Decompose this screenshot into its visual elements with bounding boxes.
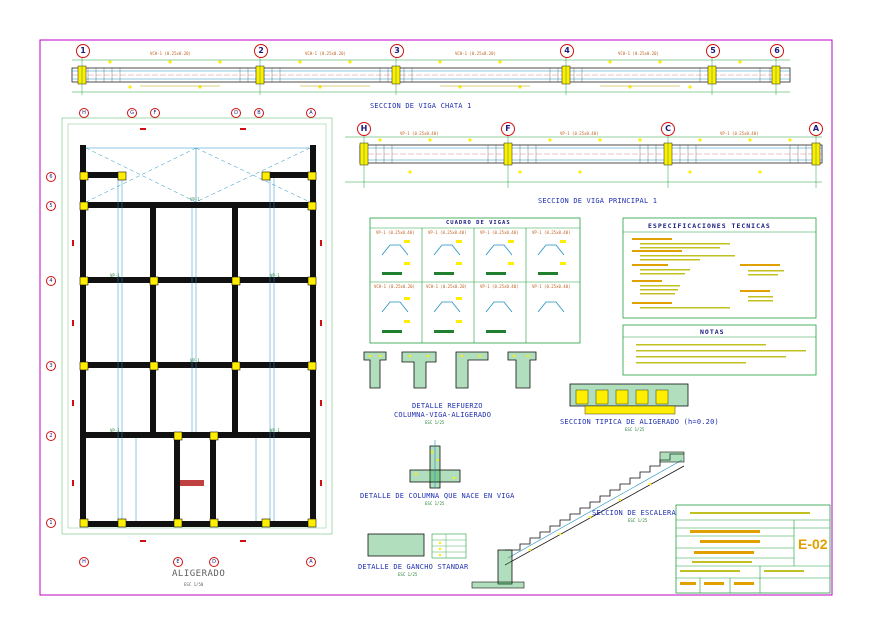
refuerzo-title-2: COLUMNA-VIGA-ALIGERADO	[394, 411, 492, 419]
plan-top-axis-b: B	[254, 108, 264, 118]
detalle-gancho	[367, 533, 467, 559]
title-block	[675, 504, 831, 594]
principal-axis-c: C	[661, 122, 675, 136]
principal-beam-tag-3: VP-1 (0.25x0.40)	[720, 131, 759, 136]
columna-viga-title: DETALLE DE COLUMNA QUE NACE EN VIGA	[360, 492, 515, 500]
plan-bottom-axis-e: E	[173, 557, 183, 567]
cuadro-tag: VCH-1 (0.25x0.20)	[374, 284, 415, 289]
plan-beam-label: VP-1	[110, 273, 120, 278]
chata-beam-tag-3: VCH-1 (0.25x0.20)	[455, 51, 496, 56]
detalle-refuerzo	[363, 351, 537, 389]
sheet-frame	[39, 39, 833, 596]
plan-left-axis-6: 6	[46, 172, 56, 182]
chata-axis-1: 1	[76, 44, 90, 58]
plan-top-axis-g: G	[127, 108, 137, 118]
chata-axis-6: 6	[770, 44, 784, 58]
chata-section-title: SECCION DE VIGA CHATA 1	[370, 102, 472, 110]
scale-tag: ESC 1/25	[628, 518, 648, 523]
chata-axis-4: 4	[560, 44, 574, 58]
plan-left-axis-5: 5	[46, 201, 56, 211]
plan-left-axis-1: 1	[46, 518, 56, 528]
plan-top-axis-h: H	[79, 108, 89, 118]
plan-bottom-axis-a: A	[306, 557, 316, 567]
principal-axis-a: A	[809, 122, 823, 136]
plan-title: ALIGERADO	[172, 569, 226, 579]
chata-beam-tag-2: VCH-1 (0.25x0.20)	[305, 51, 346, 56]
cuadro-tag: VP-1 (0.25x0.40)	[376, 230, 415, 235]
scale-tag: ESC 1/25	[398, 572, 418, 577]
plan-top-axis-f: F	[150, 108, 160, 118]
scale-tag: ESC 1/25	[425, 420, 445, 425]
plan-left-axis-2: 2	[46, 431, 56, 441]
cuadro-vigas-title: CUADRO DE VIGAS	[446, 220, 511, 226]
plan-beam-label: VP-1	[270, 428, 280, 433]
specs-block	[622, 217, 817, 376]
chata-axis-2: 2	[254, 44, 268, 58]
plan-top-axis-d: D	[231, 108, 241, 118]
plan-top-axis-a: A	[306, 108, 316, 118]
principal-section-title: SECCION DE VIGA PRINCIPAL 1	[538, 197, 658, 205]
plan-left-axis-4: 4	[46, 276, 56, 286]
plan-bottom-axis-h: H	[79, 557, 89, 567]
plan-beam-label: VP-1	[110, 428, 120, 433]
aligerado-plan	[61, 117, 333, 542]
scale-tag: ESC 1/25	[625, 427, 645, 432]
chata-axis-5: 5	[706, 44, 720, 58]
chata-beam-tag-1: VCH-1 (0.25x0.20)	[150, 51, 191, 56]
aligerado-section-title: SECCION TIPICA DE ALIGERADO (h=0.20)	[560, 418, 719, 426]
plan-beam-label: VP-1	[270, 273, 280, 278]
plan-scale: ESC 1/50	[184, 582, 204, 587]
notas-title: NOTAS	[700, 328, 725, 336]
scale-tag: ESC 1/25	[425, 501, 445, 506]
cuadro-tag: VP-1 (0.25x0.40)	[480, 284, 519, 289]
principal-beam-tag-2: VP-1 (0.25x0.40)	[560, 131, 599, 136]
detalle-columna-viga	[409, 440, 461, 489]
cuadro-tag: VP-1 (0.25x0.40)	[532, 230, 571, 235]
plan-left-axis-3: 3	[46, 361, 56, 371]
principal-axis-h: H	[357, 122, 371, 136]
plan-beam-label: VP-1	[190, 197, 200, 202]
seccion-escalera	[471, 451, 685, 589]
cuadro-tag: VP-1 (0.25x0.40)	[428, 230, 467, 235]
principal-beam-section	[345, 132, 823, 188]
principal-axis-f: F	[501, 122, 515, 136]
plan-beam-label: VP-1	[190, 358, 200, 363]
chata-beam-tag-4: VCH-1 (0.25x0.20)	[618, 51, 659, 56]
seccion-aligerado	[569, 383, 689, 415]
gancho-title: DETALLE DE GANCHO STANDAR	[358, 563, 469, 571]
cuadro-tag: VCH-1 (0.25x0.20)	[426, 284, 467, 289]
chata-axis-3: 3	[390, 44, 404, 58]
chata-beam-section	[71, 55, 791, 95]
refuerzo-title-1: DETALLE REFUERZO	[412, 402, 483, 410]
sheet-code: E-02	[798, 536, 828, 552]
cuadro-de-vigas	[369, 217, 581, 344]
especificaciones-title: ESPECIFICACIONES TECNICAS	[648, 222, 771, 230]
cuadro-tag: VP-1 (0.25x0.40)	[532, 284, 571, 289]
escalera-title: SECCION DE ESCALERA	[592, 509, 676, 517]
cuadro-tag: VP-1 (0.25x0.40)	[480, 230, 519, 235]
plan-bottom-axis-d: D	[209, 557, 219, 567]
principal-beam-tag-1: VP-1 (0.25x0.40)	[400, 131, 439, 136]
